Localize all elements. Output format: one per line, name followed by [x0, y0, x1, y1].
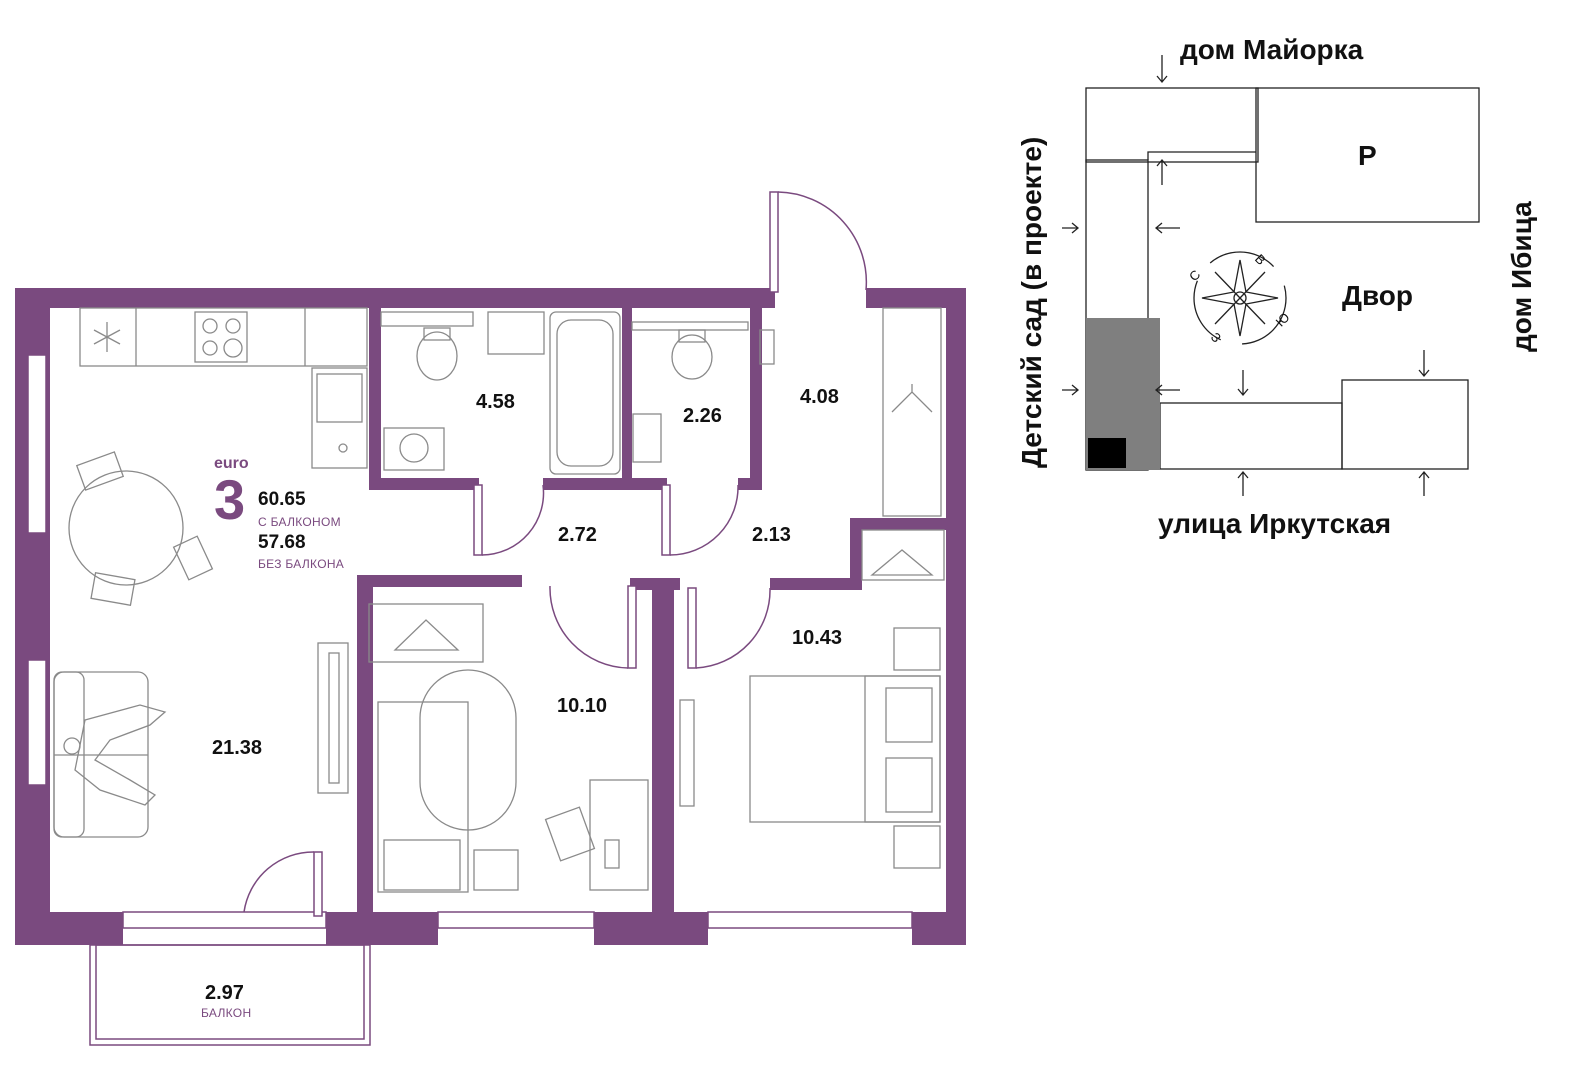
without-balcony-caption: БЕЗ БАЛКОНА — [258, 557, 345, 571]
total-with-balcony: 60.65 — [258, 489, 306, 510]
windows — [27, 354, 913, 929]
entrance-arrows — [1062, 55, 1430, 496]
interior-walls — [357, 300, 946, 912]
current-unit-marker — [1088, 438, 1126, 468]
yard-label: Двор — [1342, 280, 1413, 311]
room-area-living-kitchen: 21.38 — [212, 737, 263, 759]
room-area-bedroom-1: 10.10 — [557, 695, 608, 717]
sofa — [53, 671, 167, 838]
plan-type-label: euro — [214, 455, 249, 472]
balcony-outline — [89, 944, 371, 1046]
total-without-balcony: 57.68 — [258, 532, 306, 553]
west-building-label: Детский сад (в проекте) — [1016, 136, 1047, 468]
room-area-corridor-1: 2.72 — [558, 524, 597, 546]
room-area-bedroom-2: 10.43 — [792, 627, 843, 649]
bathroom-2-fixtures — [631, 321, 775, 463]
bedroom-2-furniture — [679, 627, 941, 869]
north-building-label: дом Майорка — [1180, 34, 1364, 65]
room-area-hall: 4.08 — [800, 386, 839, 408]
dining-table — [68, 451, 214, 607]
kitchen-furniture — [79, 307, 368, 469]
bedroom-1-furniture — [368, 603, 649, 893]
with-balcony-caption: С БАЛКОНОМ — [258, 515, 341, 529]
east-building-label: дом Ибица — [1506, 201, 1537, 352]
street-label: улица Иркутская — [1158, 508, 1392, 539]
parking-label: Р — [1358, 140, 1377, 171]
room-area-bathroom-2: 2.26 — [683, 405, 722, 427]
snowflake-icon — [93, 322, 121, 352]
bathroom-1-fixtures — [380, 311, 621, 475]
doors — [243, 191, 868, 917]
balcony-caption: БАЛКОН — [201, 1006, 252, 1020]
compass-icon — [1193, 251, 1287, 345]
room-area-balcony: 2.97 — [205, 982, 244, 1004]
hall-wardrobe — [861, 307, 945, 581]
tv-stand — [317, 642, 349, 794]
room-area-bathroom-1: 4.58 — [476, 391, 515, 413]
site-plan — [1062, 55, 1480, 496]
room-area-corridor-2: 2.13 — [752, 524, 791, 546]
rooms-count: 3 — [214, 468, 246, 531]
